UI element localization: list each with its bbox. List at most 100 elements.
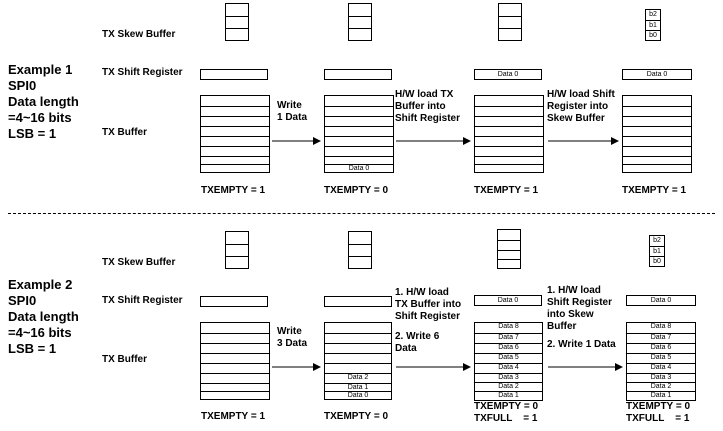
buffer-cell: Data 7	[627, 333, 695, 343]
skew-cell: b0	[646, 30, 660, 40]
example1-title-line: LSB = 1	[8, 126, 57, 141]
arrow-label-line: 1 Data	[277, 112, 308, 123]
ex2-s4-shift-register: Data 0	[626, 295, 696, 306]
buffer-cell	[623, 156, 691, 164]
arrow-label-line: TX Buffer into	[395, 299, 462, 310]
ex1-s3-shift-register: Data 0	[474, 69, 542, 80]
buffer-cell	[201, 116, 269, 126]
buffer-cell: Data 4	[475, 363, 542, 373]
ex2-s3-shift-register: Data 0	[474, 295, 542, 306]
buffer-cell	[475, 164, 543, 172]
ex2-s3-tx-buffer: Data 8 Data 7 Data 6 Data 5 Data 4 Data …	[474, 322, 543, 401]
skew-cell	[226, 256, 248, 268]
buffer-cell	[201, 333, 269, 343]
example1-shift-label: TX Shift Register	[102, 67, 183, 78]
buffer-cell: Data 0	[325, 164, 393, 172]
ex2-arrow3-label: 1. H/W load Shift Register into Skew Buf…	[547, 285, 616, 351]
buffer-cell: Data 7	[475, 333, 542, 343]
buffer-cell: Data 1	[325, 383, 391, 391]
ex1-s2-status: TXEMPTY = 0	[324, 185, 389, 196]
skew-cell	[349, 244, 371, 256]
buffer-cell	[325, 126, 393, 136]
example2-title-line: Example 2	[8, 277, 73, 292]
ex2-s2-tx-buffer: Data 2 Data 1 Data 0	[324, 322, 392, 400]
buffer-cell	[623, 146, 691, 156]
status-line: TXEMPTY = 0	[626, 401, 691, 412]
ex2-s3-status: TXEMPTY = 0 TXFULL = 1	[474, 401, 538, 425]
example1-title-line: Data length	[8, 94, 79, 109]
buffer-cell: Data 1	[475, 391, 542, 400]
buffer-cell	[325, 363, 391, 373]
ex1-s4-status: TXEMPTY = 1	[622, 185, 687, 196]
example2-buffer-label: TX Buffer	[102, 354, 147, 365]
arrow-label-line: 1. H/W load	[395, 287, 449, 298]
arrow-label-line: Shift Register	[395, 311, 461, 322]
example2-title-line: Data length	[8, 309, 79, 324]
ex1-s4-tx-buffer	[622, 95, 692, 173]
buffer-cell: Data 3	[475, 373, 542, 382]
arrow-label-line: H/W load TX	[395, 89, 454, 100]
buffer-cell: Data 6	[627, 343, 695, 353]
buffer-cell	[201, 146, 269, 156]
buffer-cell: Data 8	[650, 323, 672, 330]
arrow-label-line: into Skew	[547, 309, 594, 320]
skew-cell: b2	[653, 237, 661, 244]
ex1-arrow3-label: H/W load Shift Register into Skew Buffer	[547, 89, 615, 125]
skew-cell	[498, 240, 520, 250]
buffer-cell	[623, 126, 691, 136]
arrow-label-line: Data	[395, 343, 417, 354]
ex2-s2-status: TXEMPTY = 0	[324, 411, 389, 422]
buffer-cell: Data 8	[498, 323, 519, 330]
arrow-label-line: Shift Register	[395, 113, 461, 124]
ex2-s1-status: TXEMPTY = 1	[201, 411, 266, 422]
ex1-arrow1-label: Write 1 Data	[277, 100, 307, 124]
example1-buffer-label: TX Buffer	[102, 127, 147, 138]
buffer-cell: Data 4	[627, 363, 695, 373]
ex2-arrow1-label: Write 3 Data	[277, 326, 307, 350]
buffer-cell: Data 2	[475, 382, 542, 391]
buffer-cell	[201, 363, 269, 373]
example1-title: Example 1 SPI0 Data length =4~16 bits LS…	[8, 62, 98, 142]
ex2-s1-shift-register	[200, 296, 268, 307]
ex1-arrow2-label: H/W load TX Buffer into Shift Register	[395, 89, 460, 125]
buffer-cell	[201, 126, 269, 136]
buffer-cell	[623, 136, 691, 146]
buffer-cell	[201, 164, 269, 172]
example2-title-line: =4~16 bits	[8, 325, 72, 340]
ex2-s1-skew-buffer	[225, 231, 249, 269]
buffer-cell: Data 0	[325, 391, 391, 399]
ex2-s2-skew-buffer	[348, 231, 372, 269]
ex1-s2-shift-register	[324, 69, 392, 80]
ex1-s1-status: TXEMPTY = 1	[201, 185, 266, 196]
skew-cell	[349, 16, 371, 28]
ex2-s2-shift-register	[324, 296, 392, 307]
ex1-s3-tx-buffer	[474, 95, 544, 173]
buffer-cell	[325, 353, 391, 363]
buffer-cell	[475, 136, 543, 146]
buffer-cell: Data 2	[325, 373, 391, 383]
arrow-label-line: 1. H/W load	[547, 285, 601, 296]
arrow-label-line: Buffer	[547, 321, 577, 332]
buffer-cell	[325, 146, 393, 156]
arrow-label-line: 2. Write 6	[395, 331, 440, 342]
buffer-cell	[201, 106, 269, 116]
arrow-label-line: H/W load Shift	[547, 89, 615, 100]
skew-cell: b1	[646, 20, 660, 30]
buffer-cell	[201, 343, 269, 353]
skew-cell	[226, 16, 248, 28]
buffer-cell	[475, 156, 543, 164]
skew-cell	[349, 256, 371, 268]
buffer-cell	[325, 343, 391, 353]
arrow-label-line: 2. Write 1 Data	[547, 339, 616, 350]
example1-title-line: Example 1	[8, 62, 73, 77]
buffer-cell	[475, 126, 543, 136]
example1-title-line: SPI0	[8, 78, 37, 93]
skew-cell	[499, 16, 521, 28]
ex2-s1-tx-buffer	[200, 322, 270, 400]
skew-cell	[498, 250, 520, 259]
ex2-s4-tx-buffer: Data 8 Data 7 Data 6 Data 5 Data 4 Data …	[626, 322, 696, 401]
status-line: TXEMPTY = 0	[474, 401, 539, 412]
ex1-s3-status: TXEMPTY = 1	[474, 185, 539, 196]
ex2-arrow2-label: 1. H/W load TX Buffer into Shift Registe…	[395, 287, 461, 355]
